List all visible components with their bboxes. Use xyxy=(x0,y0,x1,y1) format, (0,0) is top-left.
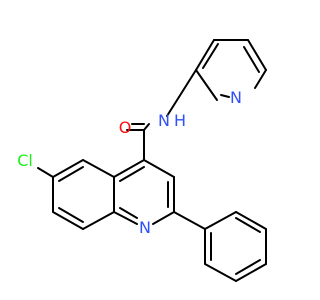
chlorine-label: Cl xyxy=(17,151,33,170)
bond xyxy=(113,159,145,178)
bond xyxy=(204,263,237,282)
bond xyxy=(52,159,84,178)
bond xyxy=(254,69,267,89)
quinoline-nitrogen-label: N xyxy=(139,218,151,237)
bond xyxy=(195,69,218,101)
amide-nitrogen-label: N xyxy=(158,111,170,130)
bond xyxy=(143,159,175,178)
bond xyxy=(143,123,150,131)
bond xyxy=(58,166,84,182)
bond xyxy=(119,166,145,182)
bond xyxy=(235,217,261,233)
molecule-drawing: O N H N N Cl xyxy=(17,39,267,282)
bond xyxy=(195,39,215,71)
atom-labels: O N H N N Cl xyxy=(17,88,242,237)
pyridine-nitrogen-label: N xyxy=(230,88,242,107)
bond xyxy=(166,96,180,117)
bond xyxy=(247,39,267,71)
bond xyxy=(82,159,115,178)
bond xyxy=(119,207,138,219)
bond xyxy=(37,167,54,178)
bond xyxy=(220,94,230,98)
bonds xyxy=(37,39,267,282)
bond xyxy=(204,211,237,230)
bond xyxy=(202,43,219,69)
amide-hydrogen-label: H xyxy=(174,111,186,130)
structure-canvas: O N H N N Cl xyxy=(17,39,267,282)
bond xyxy=(235,259,261,275)
bond xyxy=(58,207,84,223)
bond xyxy=(178,69,197,98)
bond xyxy=(52,211,84,230)
bond xyxy=(243,46,260,73)
bond xyxy=(82,211,115,230)
bond xyxy=(173,211,206,230)
bond xyxy=(113,211,138,225)
bond xyxy=(152,211,175,225)
oxygen-label: O xyxy=(119,118,132,137)
bond xyxy=(235,263,267,282)
bond xyxy=(235,211,267,230)
